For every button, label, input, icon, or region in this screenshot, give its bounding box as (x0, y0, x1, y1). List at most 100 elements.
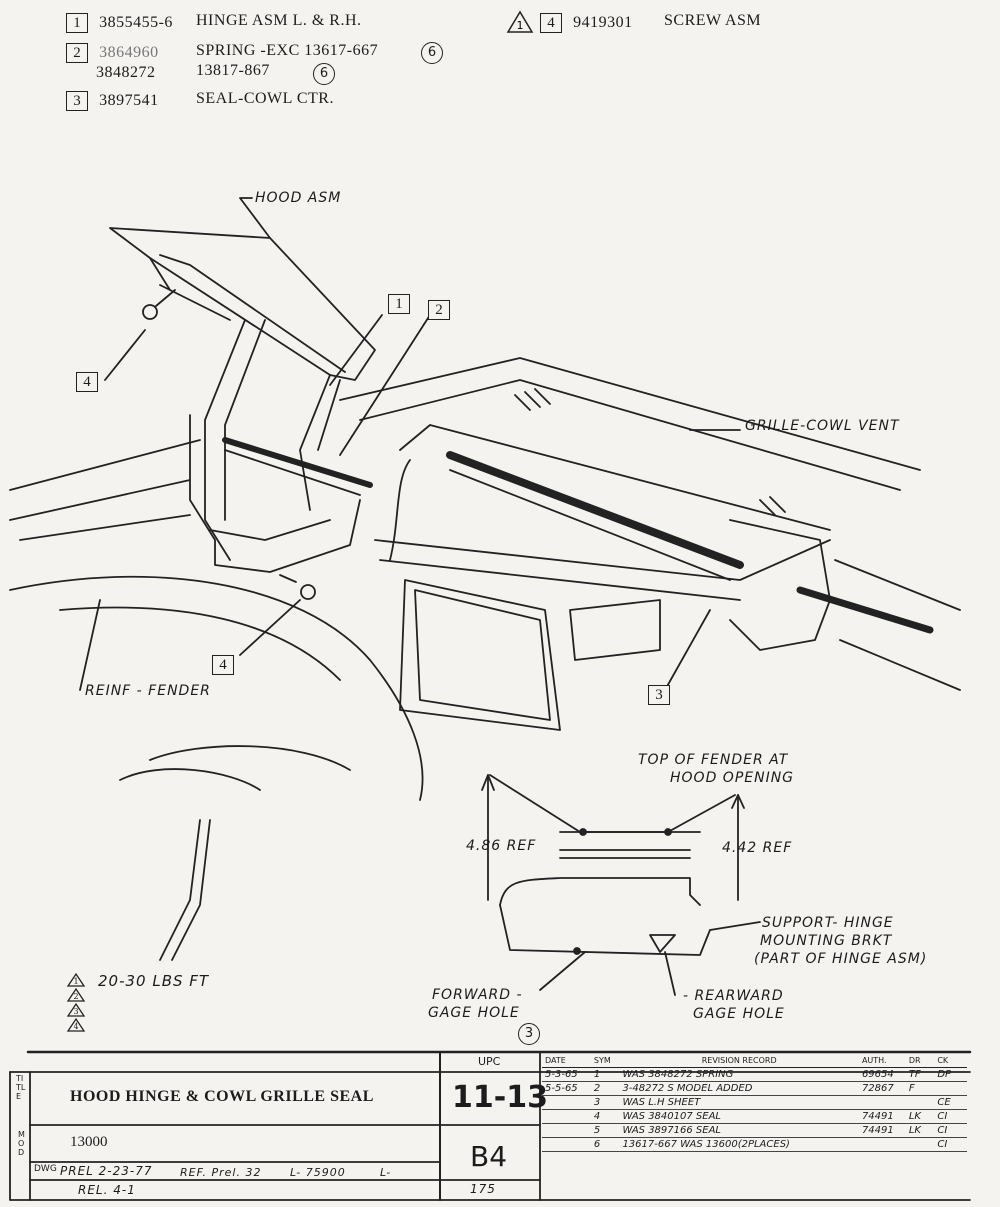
revision-record-table: DATE SYM REVISION RECORD AUTH. DR CK 5-3… (542, 1054, 967, 1152)
rev-header-record: REVISION RECORD (701, 1056, 777, 1065)
table-row: 5 WAS 3897166 SEAL 74491 LK CI (542, 1124, 967, 1138)
rev-date (542, 1096, 591, 1110)
item-number-box: 2 (66, 43, 88, 63)
hood-opening-label: HOOD OPENING (670, 770, 795, 786)
rev-sym: 3 (593, 1097, 601, 1108)
rev-sym: 1 (593, 1069, 601, 1080)
ref-prel: REF. Prel. 32 (180, 1166, 262, 1179)
rev-header-dr: DR (908, 1056, 921, 1065)
torque-triangles-icon: 1 2 3 4 (66, 972, 86, 1032)
mod-number: 13000 (70, 1134, 108, 1150)
grille-cowl-vent-label: GRILLE-COWL VENT (745, 418, 900, 434)
group-number: B4 (470, 1140, 508, 1173)
dwg-date: PREL 2-23-77 (60, 1164, 153, 1178)
item-number-box: 3 (66, 91, 88, 111)
rev-auth: 74491 (861, 1111, 894, 1122)
rev-ck: CI (937, 1139, 948, 1150)
l-code: L- 75900 (290, 1166, 346, 1179)
item-number-box: 1 (66, 13, 88, 33)
rev-text: WAS 3897166 SEAL (622, 1125, 721, 1136)
svg-text:2: 2 (73, 992, 78, 1001)
revision-circle: 3 (518, 1023, 540, 1045)
rev-ck (934, 1082, 967, 1096)
rev-dr: LK (908, 1111, 921, 1122)
parts-row-3: 3 3897541 SEAL-COWL CTR. (66, 90, 333, 111)
support-hinge-label: SUPPORT- HINGE (762, 915, 894, 931)
parts-row-2b: 3848272 13817-867 (96, 62, 269, 82)
parts-row-1: 1 3855455-6 HINGE ASM L. & R.H. (66, 12, 361, 33)
rev-date: 5-3-65 (545, 1069, 578, 1080)
rev-dr: LK (908, 1125, 921, 1136)
table-row: 6 13617-667 WAS 13600(2PLACES) CI (542, 1138, 967, 1152)
rev-dr: F (908, 1083, 915, 1094)
rev-auth: 69654 (861, 1069, 894, 1080)
part-description: HINGE ASM L. & R.H. (196, 12, 362, 29)
rev-sym: 4 (593, 1111, 601, 1122)
rev-ck: CE (937, 1097, 951, 1108)
title-label: TITLE (16, 1074, 26, 1101)
rev-sym: 2 (593, 1083, 601, 1094)
reinf-fender-label: REINF - FENDER (85, 683, 211, 699)
rev-text: 3-48272 S MODEL ADDED (622, 1083, 753, 1094)
rel-date: REL. 4-1 (78, 1183, 136, 1197)
callout-3: 3 (648, 685, 670, 705)
rev-ck: DP (937, 1069, 952, 1080)
upc-number: 11-13 (452, 1080, 548, 1115)
item-number-box: 4 (540, 13, 562, 33)
rev-text: WAS 3848272 SPRING (622, 1069, 734, 1080)
top-of-fender-label: TOP OF FENDER AT (638, 752, 789, 768)
torque-triangle-icon: 1 (506, 10, 534, 33)
part-description: SCREW ASM (664, 12, 762, 29)
callout-1: 1 (388, 294, 410, 314)
callout-2: 2 (428, 300, 450, 320)
part-description: SPRING -EXC 13617-667 (196, 42, 379, 59)
upc-label: UPC (478, 1055, 501, 1068)
rev-auth (859, 1096, 906, 1110)
rev-header-date: DATE (545, 1056, 566, 1065)
part-description: 13817-867 (196, 62, 270, 79)
callout-4: 4 (212, 655, 234, 675)
rearward-gage-hole-label: GAGE HOLE (693, 1006, 785, 1022)
table-row: 4 WAS 3840107 SEAL 74491 LK CI (542, 1110, 967, 1124)
rev-ck: CI (937, 1125, 948, 1136)
rev-ck: CI (937, 1111, 948, 1122)
rev-auth (859, 1138, 906, 1152)
table-row: 5-5-65 2 3-48272 S MODEL ADDED 72867 F (542, 1082, 967, 1096)
revision-circle: 6 (421, 42, 443, 64)
rev-auth: 72867 (861, 1083, 894, 1094)
revision-circle: 6 (313, 63, 335, 85)
table-row: 5-3-65 1 WAS 3848272 SPRING 69654 TF DP (542, 1068, 967, 1082)
sheet-number: 175 (470, 1182, 496, 1196)
rev-date: 5-5-65 (545, 1083, 578, 1094)
svg-text:3: 3 (73, 1007, 78, 1016)
forward-gage-label: FORWARD - (432, 987, 523, 1003)
rev-text: 13617-667 WAS 13600(2PLACES) (622, 1139, 790, 1150)
rev-date (542, 1124, 591, 1138)
rev-date (542, 1110, 591, 1124)
rev-dr: TF (908, 1069, 921, 1080)
rev-header-sym: SYM (593, 1056, 611, 1065)
rev-text: WAS 3840107 SEAL (622, 1111, 721, 1122)
torque-value: 20-30 LBS FT (98, 972, 210, 990)
svg-text:1: 1 (517, 19, 524, 32)
rev-date (542, 1138, 591, 1152)
drawing-title: HOOD HINGE & COWL GRILLE SEAL (70, 1088, 374, 1105)
rev-text: WAS L.H SHEET (622, 1097, 701, 1108)
ref-dimension-left: 4.86 REF (466, 838, 537, 854)
rev-sym: 5 (593, 1125, 601, 1136)
l-code-2: L- (380, 1166, 392, 1179)
hood-asm-label: HOOD ASM (255, 190, 342, 206)
torque-note: 1 2 3 4 (66, 972, 88, 1038)
rev-auth: 74491 (861, 1125, 894, 1136)
rev-sym: 6 (593, 1139, 601, 1150)
parts-row-2: 2 3864960 SPRING -EXC 13617-667 6 (66, 42, 443, 64)
rev-header-ck: CK (937, 1056, 949, 1065)
rev-dr (906, 1096, 935, 1110)
mounting-brkt-label: MOUNTING BRKT (760, 933, 893, 949)
table-row: 3 WAS L.H SHEET CE (542, 1096, 967, 1110)
part-number: 3897541 (99, 92, 159, 109)
part-number: 9419301 (573, 14, 633, 31)
rearward-gage-label: - REARWARD (683, 988, 784, 1004)
svg-text:4: 4 (73, 1022, 78, 1031)
